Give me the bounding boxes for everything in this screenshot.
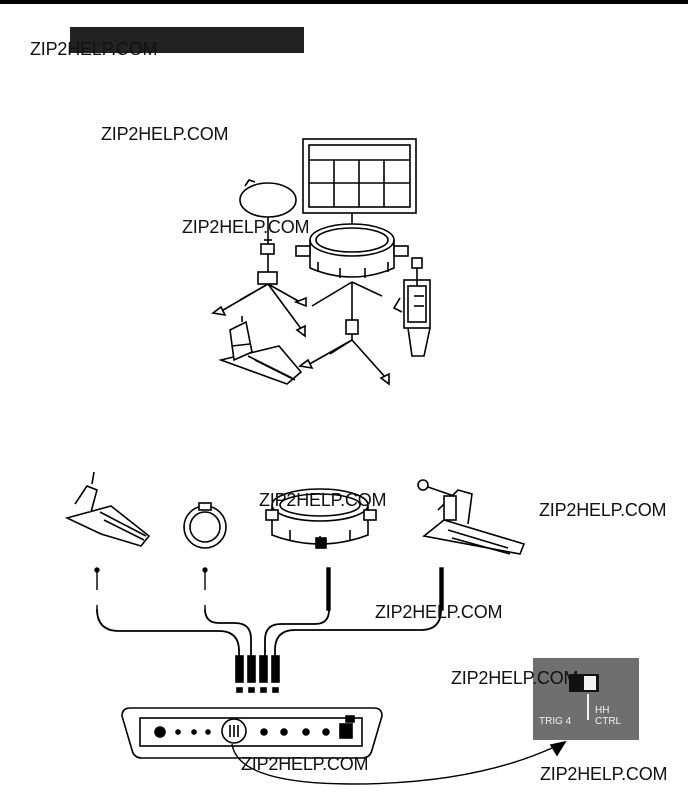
trig-4-label: TRIG 4 <box>539 716 572 727</box>
watermark: ZIP2HELP.COM <box>101 124 229 144</box>
connection-diagram <box>64 471 567 785</box>
watermark: ZIP2HELP.COM <box>375 602 503 622</box>
ctrl-label: CTRL <box>595 716 622 727</box>
snare-pad-icon <box>295 223 409 386</box>
sound-module-pad-icon <box>302 138 417 232</box>
watermark: ZIP2HELP.COM <box>540 764 668 784</box>
cymbal-pad-icon <box>211 179 307 338</box>
hihat-pedal-lower-icon <box>64 471 151 547</box>
watermark: ZIP2HELP.COM <box>451 668 579 688</box>
kick-pedal-icon <box>392 257 431 357</box>
watermark: ZIP2HELP.COM <box>182 217 310 237</box>
section-header-bar <box>70 27 304 53</box>
input-jacks <box>94 567 444 611</box>
assembled-drum-kit <box>211 138 431 386</box>
watermark: ZIP2HELP.COM <box>259 490 387 510</box>
trigger-cables <box>96 608 442 659</box>
cable-plugs <box>235 655 280 693</box>
hh-label: HH <box>595 705 610 716</box>
hihat-pedal-icon <box>218 316 303 385</box>
trig-switch-panel: TRIG 4 HH CTRL <box>533 658 639 740</box>
snare-pad-lower-icon <box>265 488 377 549</box>
callout-arrow <box>231 743 553 785</box>
hh-ctrl-switch <box>569 674 599 692</box>
top-rule <box>0 0 688 4</box>
switch-divider <box>587 694 589 720</box>
cymbal-pad-lower-icon <box>183 502 227 549</box>
watermark: ZIP2HELP.COM <box>539 500 667 520</box>
sound-module-icon <box>121 707 383 759</box>
callout-arrowhead <box>549 740 567 757</box>
kick-pedal-lower-icon <box>417 479 526 555</box>
watermark: ZIP2HELP.COM <box>241 754 369 774</box>
watermark: ZIP2HELP.COM <box>30 39 158 59</box>
